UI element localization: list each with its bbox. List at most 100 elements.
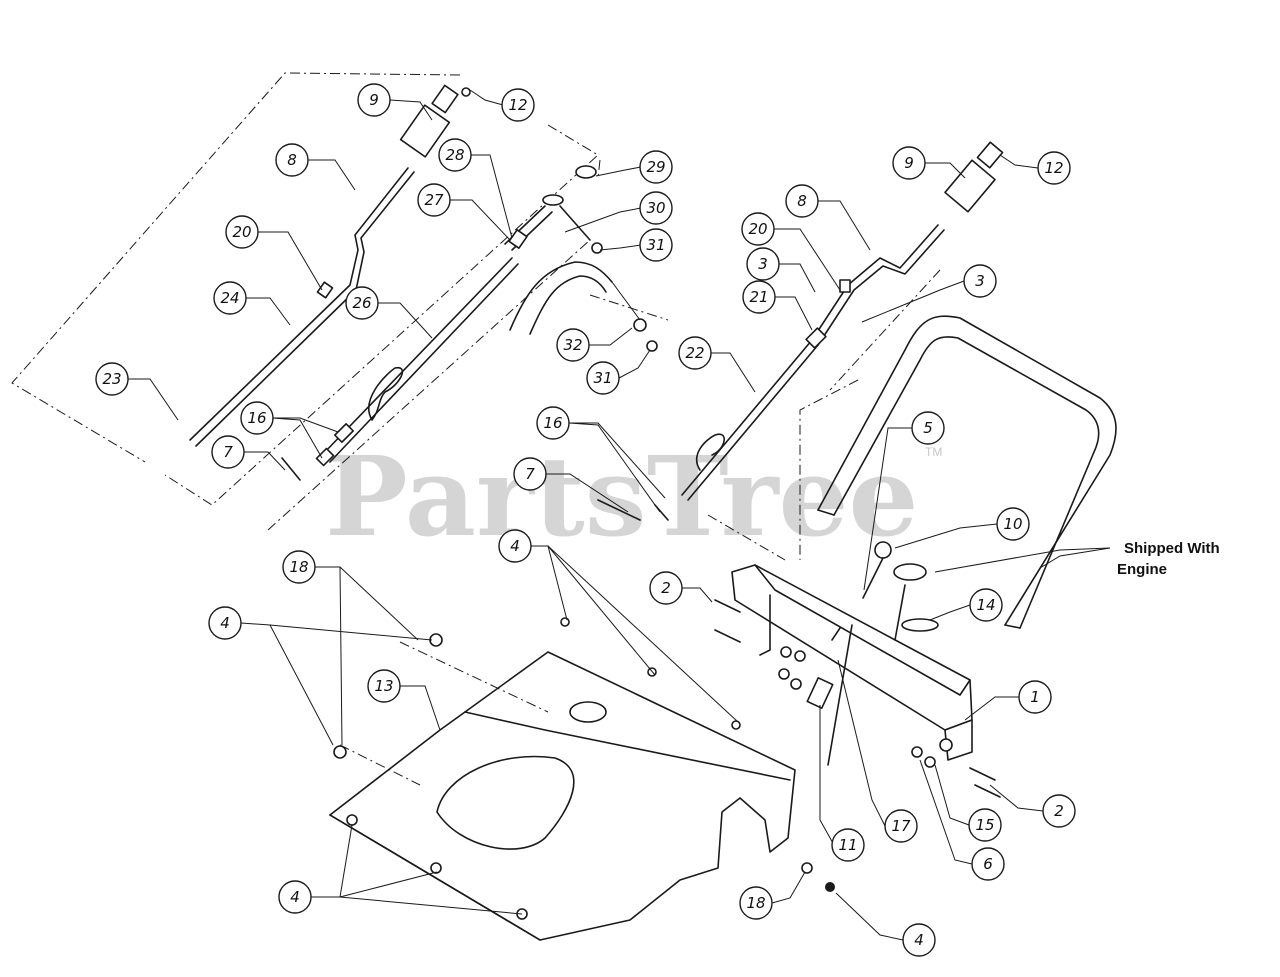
svg-text:23: 23 xyxy=(102,370,121,388)
svg-text:17: 17 xyxy=(891,817,911,835)
svg-text:12: 12 xyxy=(508,96,527,114)
callout-31a: 31 xyxy=(639,228,673,262)
svg-text:4: 4 xyxy=(914,931,924,949)
callout-3b: 3 xyxy=(963,264,997,298)
callout-18b: 18 xyxy=(739,886,773,920)
svg-text:20: 20 xyxy=(232,223,251,241)
callout-2b: 2 xyxy=(1042,794,1076,828)
left-auger-rod xyxy=(281,205,553,481)
callout-31b: 31 xyxy=(586,361,620,395)
svg-text:31: 31 xyxy=(646,236,665,254)
svg-text:16: 16 xyxy=(543,414,562,432)
svg-text:8: 8 xyxy=(287,151,297,169)
svg-text:29: 29 xyxy=(646,158,665,176)
svg-text:14: 14 xyxy=(976,596,995,614)
callout-1: 1 xyxy=(1018,680,1052,714)
callout-17: 17 xyxy=(884,809,918,843)
callout-8a: 8 xyxy=(275,143,309,177)
svg-text:2: 2 xyxy=(1054,802,1064,820)
callout-12b: 12 xyxy=(1037,151,1071,185)
svg-text:18: 18 xyxy=(289,558,308,576)
callout-3a: 3 xyxy=(746,247,780,281)
left-assembly-frames xyxy=(11,72,669,531)
svg-text:12: 12 xyxy=(1044,159,1063,177)
svg-text:15: 15 xyxy=(975,816,994,834)
svg-text:3: 3 xyxy=(758,255,768,273)
svg-text:21: 21 xyxy=(749,288,768,306)
callout-6: 6 xyxy=(971,847,1005,881)
svg-text:9: 9 xyxy=(369,91,379,109)
right-shift-rod xyxy=(597,141,1004,521)
svg-text:4: 4 xyxy=(220,614,230,632)
svg-text:13: 13 xyxy=(374,677,393,695)
svg-text:30: 30 xyxy=(646,199,665,217)
callout-23: 23 xyxy=(95,362,129,396)
handle-bracket-parts xyxy=(509,165,658,352)
svg-text:2: 2 xyxy=(661,579,671,597)
housing-cover xyxy=(329,617,835,941)
svg-text:8: 8 xyxy=(797,192,807,210)
svg-text:26: 26 xyxy=(352,294,371,312)
watermark-text: PartsTree xyxy=(325,432,919,561)
callout-5: 5 xyxy=(911,411,945,445)
callout-20a: 20 xyxy=(225,215,259,249)
panel-bracket xyxy=(714,541,1001,798)
svg-text:31: 31 xyxy=(593,369,612,387)
callout-28: 28 xyxy=(438,138,472,172)
callout-21: 21 xyxy=(742,280,776,314)
callout-10: 10 xyxy=(996,507,1030,541)
callout-16b: 16 xyxy=(536,406,570,440)
leader-lines xyxy=(128,89,1111,941)
callout-7b: 7 xyxy=(513,457,547,491)
callout-4c: 4 xyxy=(278,880,312,914)
callout-4d: 4 xyxy=(902,923,936,957)
shipped-note-line1: Shipped With xyxy=(1124,540,1220,557)
svg-text:24: 24 xyxy=(220,289,239,307)
svg-text:27: 27 xyxy=(424,191,444,209)
callout-9b: 9 xyxy=(892,146,926,180)
callout-30: 30 xyxy=(639,191,673,225)
callout-18a: 18 xyxy=(282,550,316,584)
callout-9a: 9 xyxy=(357,83,391,117)
callout-22: 22 xyxy=(678,336,712,370)
svg-text:10: 10 xyxy=(1003,515,1022,533)
callout-13: 13 xyxy=(367,669,401,703)
svg-text:20: 20 xyxy=(748,220,767,238)
callout-32: 32 xyxy=(556,328,590,362)
svg-text:7: 7 xyxy=(525,465,535,483)
callout-4a: 4 xyxy=(498,529,532,563)
callout-12a: 12 xyxy=(501,88,535,122)
shipped-note-line2: Engine xyxy=(1117,561,1167,578)
svg-text:28: 28 xyxy=(445,146,464,164)
svg-text:6: 6 xyxy=(983,855,993,873)
left-shift-rod xyxy=(189,84,471,447)
svg-text:1: 1 xyxy=(1030,688,1040,706)
callout-16a: 16 xyxy=(240,401,274,435)
callout-2a: 2 xyxy=(649,571,683,605)
svg-text:4: 4 xyxy=(510,537,520,555)
callout-8b: 8 xyxy=(785,184,819,218)
svg-text:32: 32 xyxy=(563,336,582,354)
callout-15: 15 xyxy=(968,808,1002,842)
watermark-trademark: TM xyxy=(925,445,942,459)
callout-24: 24 xyxy=(213,281,247,315)
callout-20b: 20 xyxy=(741,212,775,246)
svg-text:5: 5 xyxy=(923,419,933,437)
callout-14: 14 xyxy=(969,588,1003,622)
callout-26: 26 xyxy=(345,286,379,320)
svg-text:9: 9 xyxy=(904,154,914,172)
svg-text:16: 16 xyxy=(247,409,266,427)
callout-11: 11 xyxy=(831,828,865,862)
callout-29: 29 xyxy=(639,150,673,184)
svg-text:11: 11 xyxy=(838,836,857,854)
callout-27: 27 xyxy=(417,183,451,217)
svg-text:3: 3 xyxy=(975,272,985,290)
callout-7a: 7 xyxy=(211,435,245,469)
svg-text:4: 4 xyxy=(290,888,300,906)
callout-4b: 4 xyxy=(208,606,242,640)
svg-text:7: 7 xyxy=(223,443,233,461)
handle-frame xyxy=(707,269,1117,629)
svg-text:18: 18 xyxy=(746,894,765,912)
svg-text:22: 22 xyxy=(685,344,704,362)
